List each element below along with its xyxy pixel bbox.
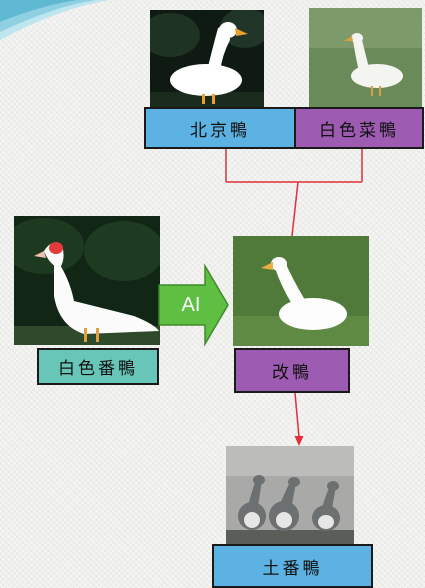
ai-arrow-label: AI bbox=[181, 294, 201, 316]
improved-duck-photo bbox=[233, 236, 369, 346]
improved-duck-label: 改鴨 bbox=[234, 348, 350, 393]
white-muscovy-duck-photo bbox=[14, 216, 160, 345]
peking-duck-photo bbox=[150, 10, 264, 107]
ai-arrow bbox=[158, 263, 229, 347]
mule-duck-label: 土番鴨 bbox=[212, 544, 373, 588]
corner-swoosh-decoration bbox=[0, 0, 110, 40]
mule-duck-photo bbox=[226, 446, 354, 544]
white-caiya-duck-label: 白色菜鴨 bbox=[294, 107, 424, 149]
peking-duck-label: 北京鴨 bbox=[144, 107, 296, 149]
white-caiya-duck-photo bbox=[309, 8, 422, 107]
white-muscovy-duck-label: 白色番鴨 bbox=[37, 348, 159, 385]
